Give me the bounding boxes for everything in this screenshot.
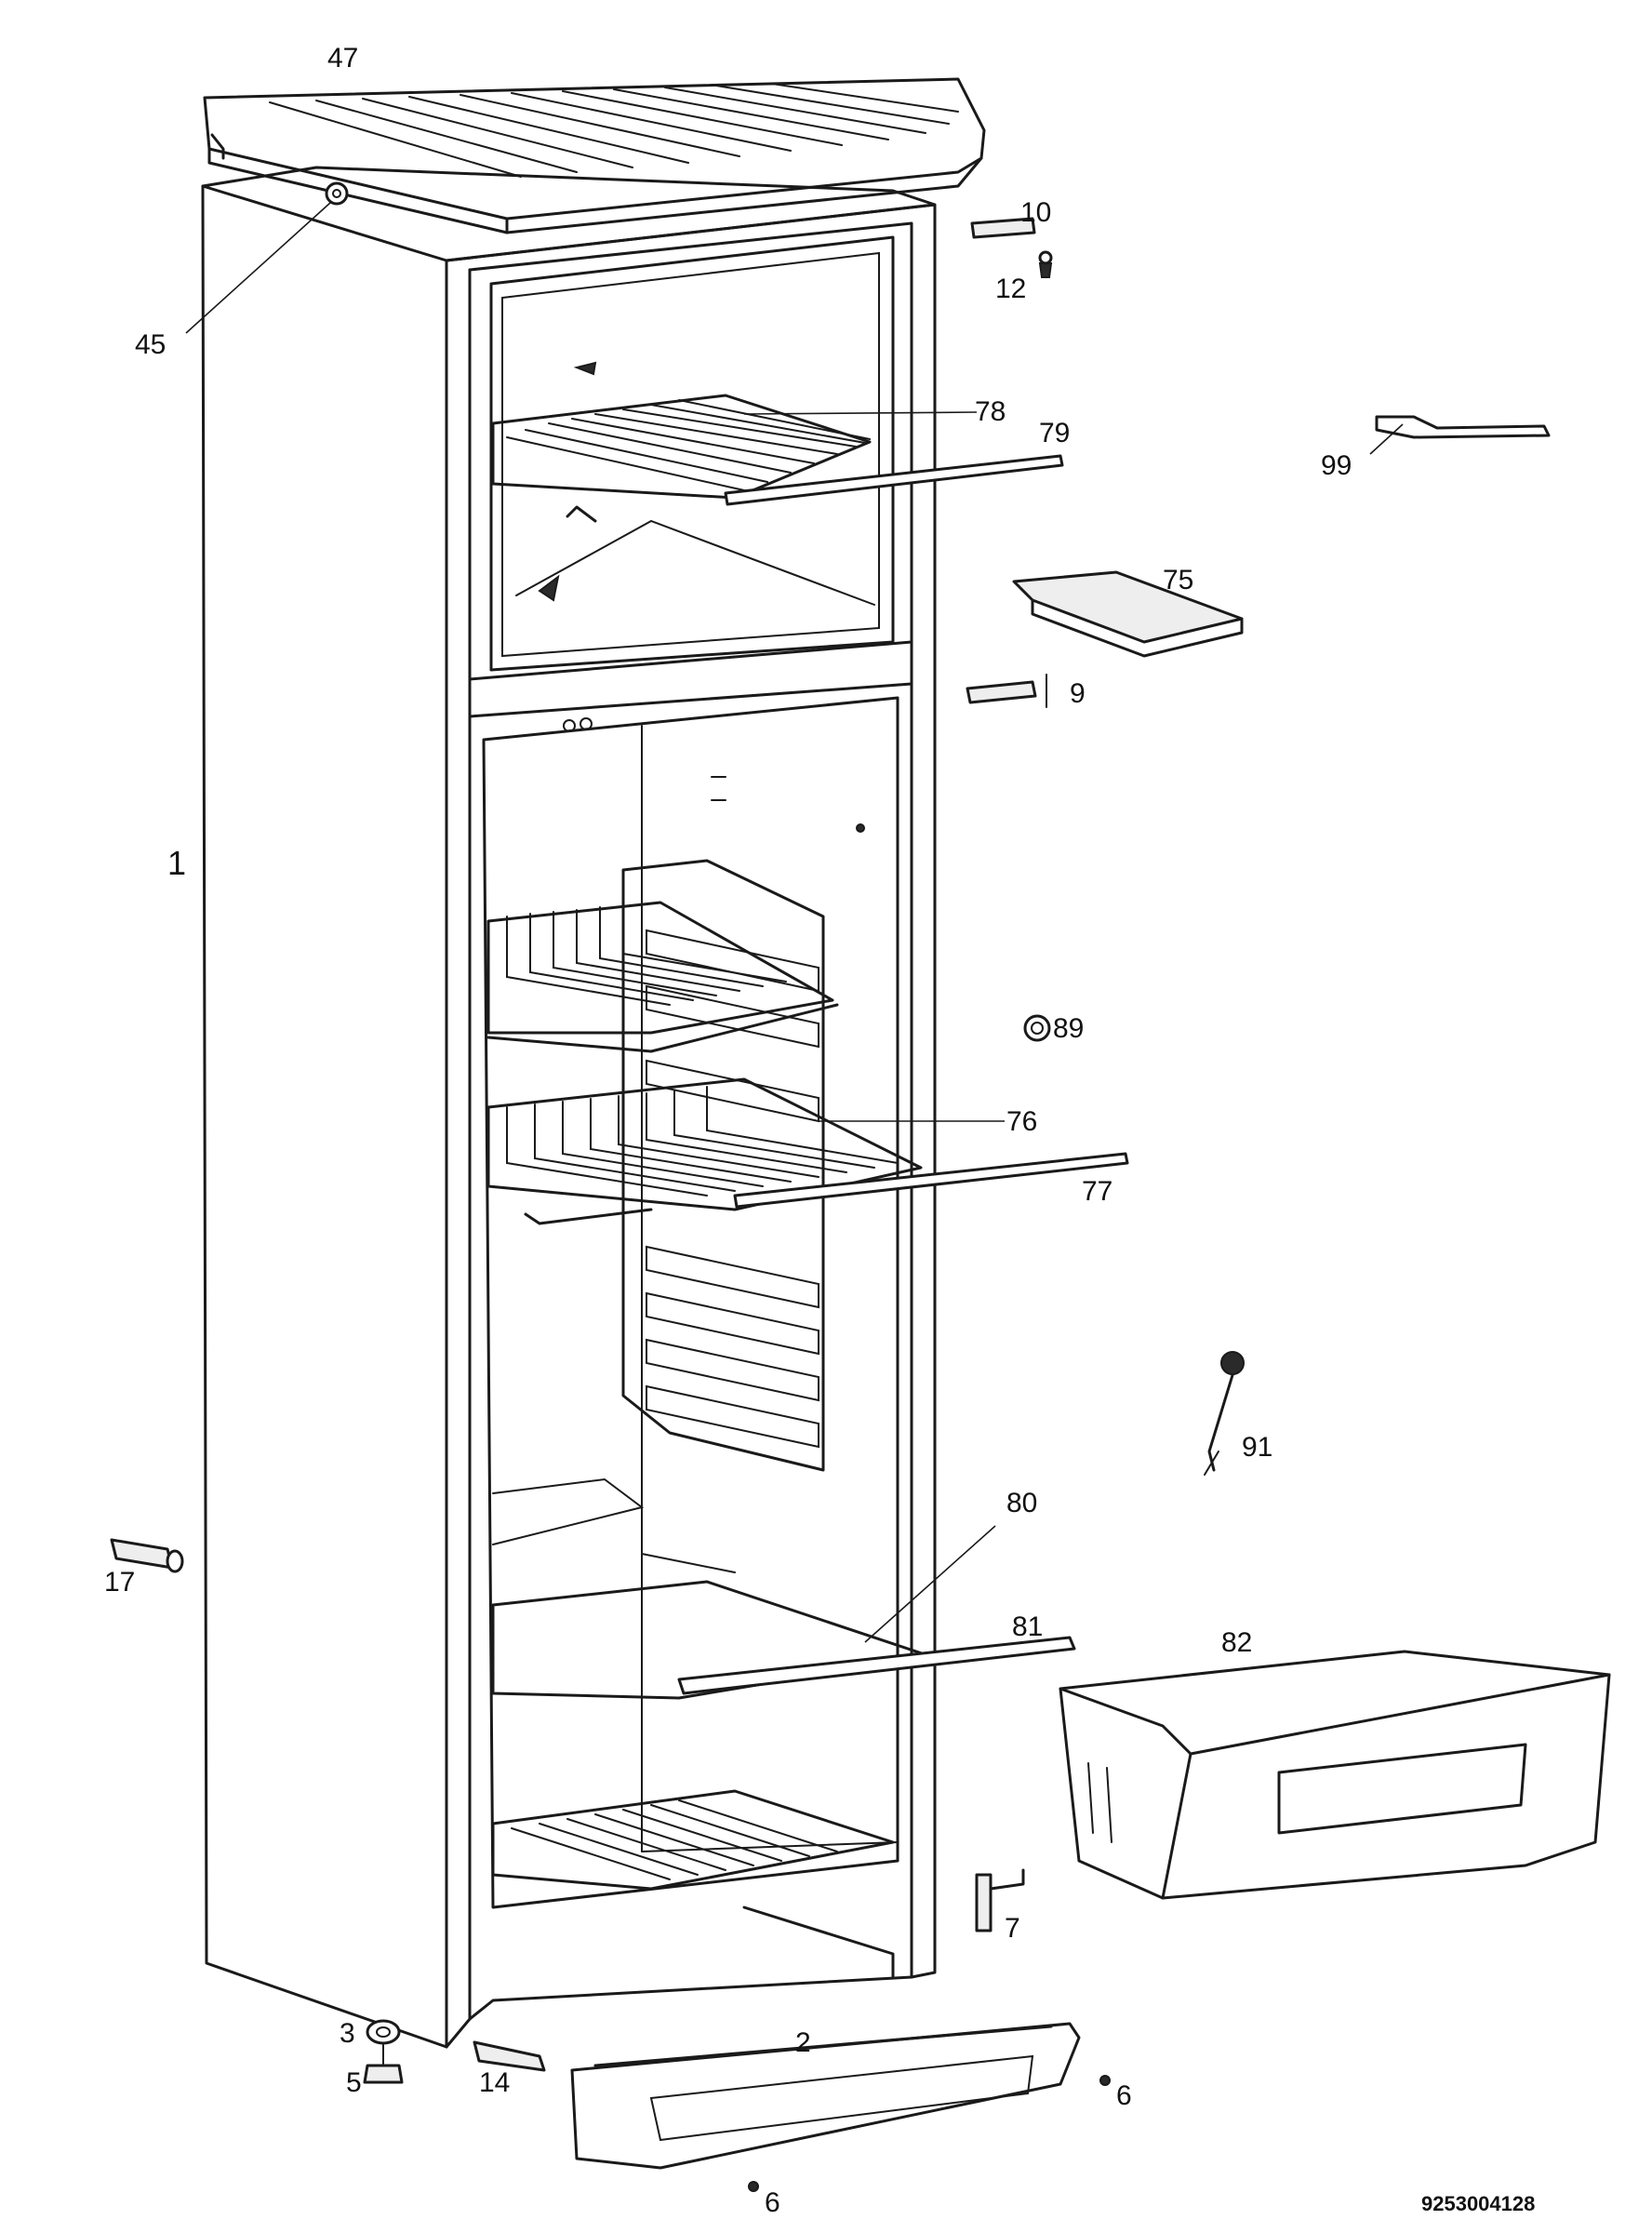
handle-part-99 [1375, 415, 1551, 439]
label-2: 2 [795, 2027, 811, 2058]
clip-part-14 [473, 2040, 546, 2072]
document-number: 9253004128 [1421, 2192, 1535, 2215]
cabinet-part-1 [201, 166, 937, 2049]
shelf-trim-part-81 [677, 1636, 1076, 1695]
label-3: 3 [340, 2018, 355, 2049]
ice-tray-part-75 [1012, 570, 1244, 658]
label-79: 79 [1039, 418, 1070, 448]
label-7: 7 [1005, 1913, 1020, 1944]
leader-lines [185, 202, 1404, 1643]
label-6a: 6 [1116, 2080, 1132, 2111]
screw-part-45 [325, 181, 349, 206]
label-91: 91 [1242, 1432, 1272, 1463]
label-47: 47 [327, 43, 358, 74]
label-81: 81 [1012, 1611, 1043, 1642]
label-45: 45 [135, 329, 166, 360]
plug-part-17 [110, 1538, 184, 1573]
thermostat-part-91 [1204, 1351, 1245, 1476]
adjustable-foot-part-5 [363, 2044, 404, 2084]
top-cover-part-47 [203, 77, 986, 234]
washer-part-3 [366, 2019, 401, 2045]
hinge-part-9 [966, 674, 1047, 708]
fridge-wire-shelf-upper [486, 901, 839, 1053]
label-9: 9 [1070, 678, 1086, 709]
rear-evaporator-grille [621, 859, 825, 1472]
hinge-part-7 [975, 1868, 1025, 1932]
label-1: 1 [167, 844, 186, 882]
foot-part-89 [1023, 1014, 1051, 1042]
label-10: 10 [1020, 197, 1051, 228]
label-6b: 6 [765, 2187, 780, 2218]
label-80: 80 [1006, 1488, 1037, 1518]
crisper-drawer-part-82 [1059, 1650, 1611, 1900]
screw-part-6b [748, 2181, 759, 2192]
label-12: 12 [995, 274, 1026, 304]
hinge-pin-part-12 [1038, 250, 1053, 278]
shelf-trim-part-79 [724, 454, 1064, 506]
kick-plate-part-2 [570, 2022, 1081, 2170]
label-77: 77 [1082, 1176, 1112, 1207]
screw-part-6a [1099, 2075, 1111, 2086]
bottom-grille [491, 1789, 895, 1891]
label-99: 99 [1321, 450, 1352, 481]
label-17: 17 [104, 1567, 135, 1598]
label-78: 78 [975, 396, 1006, 427]
label-14: 14 [479, 2067, 510, 2098]
label-76: 76 [1006, 1106, 1037, 1137]
shelf-trim-part-77 [733, 1152, 1129, 1209]
label-75: 75 [1163, 565, 1193, 595]
hinge-part-10 [970, 217, 1036, 239]
label-82: 82 [1221, 1627, 1252, 1658]
freezer-wire-shelf-part-78 [491, 394, 872, 523]
part-labels: 47 45 10 12 78 79 99 75 9 1 89 76 77 91 … [104, 43, 1535, 2218]
label-89: 89 [1053, 1013, 1084, 1044]
fridge-wire-shelf-part-76 [486, 1077, 923, 1225]
label-5: 5 [346, 2067, 362, 2098]
cover-ribs [269, 83, 959, 178]
